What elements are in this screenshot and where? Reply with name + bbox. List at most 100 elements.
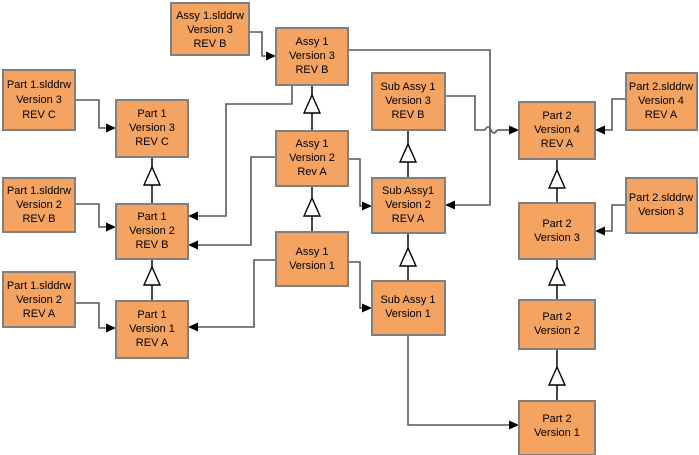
- node-label-line-2: Version 3: [129, 122, 175, 134]
- node-box[interactable]: [625, 72, 698, 131]
- node-part2-v1[interactable]: Part 2 Version 1: [518, 400, 596, 455]
- node-label-line-1: Assy 1: [295, 138, 328, 150]
- generalization-subassyv1-to-subassyv2: [398, 233, 418, 281]
- connector-subassyv1-to-p2v1: [407, 335, 519, 430]
- node-label-line-1: Part 2.slddrw: [629, 192, 693, 204]
- node-label-line-1: Part 2: [542, 413, 571, 425]
- node-label-line-2: Version 3: [16, 94, 62, 106]
- node-part2-v2[interactable]: Part 2 Version 2: [518, 299, 596, 350]
- node-label-line-1: Sub Assy1: [382, 185, 434, 197]
- node-box[interactable]: [275, 27, 349, 86]
- connector-p1drwv3-to-p1v3: [75, 99, 116, 133]
- node-box[interactable]: [2, 69, 76, 131]
- node-box[interactable]: [2, 271, 76, 328]
- node-part1-v1[interactable]: Part 1 Version 1 REV A: [115, 300, 189, 359]
- node-box[interactable]: [275, 231, 349, 287]
- connector-assy1v1-to-subassyv1: [348, 261, 372, 313]
- node-label-line-1: Part 1: [137, 309, 166, 321]
- generalization-assy1v1-to-assy1v2: [302, 186, 322, 232]
- node-label-line-2: Version 2: [534, 325, 580, 337]
- node-box[interactable]: [371, 72, 446, 131]
- generalization-subassyv2-to-subassyv3: [398, 130, 418, 178]
- node-assy1-v2[interactable]: Assy 1 Version 2 Rev A: [275, 130, 349, 187]
- connector-assy1v1-to-p1v1: [188, 259, 276, 332]
- node-label-line-1: Sub Assy 1: [380, 81, 435, 93]
- node-box[interactable]: [518, 299, 596, 350]
- node-label-line-2: Version 4: [534, 124, 580, 136]
- generalization-p2v1-to-p2v2: [547, 349, 567, 401]
- node-box[interactable]: [115, 203, 189, 260]
- node-part2-slddrw-v3[interactable]: Part 2.slddrw Version 3: [625, 177, 698, 234]
- node-label-line-1: Part 1.slddrw: [7, 280, 71, 292]
- node-part1-slddrw-v2-revb[interactable]: Part 1.slddrw Version 2 REV B: [2, 177, 76, 233]
- node-box[interactable]: [2, 177, 76, 233]
- connector-subassyv3-to-p2v4: [445, 95, 519, 135]
- node-box[interactable]: [371, 177, 446, 234]
- node-part1-slddrw-v2-reva[interactable]: Part 1.slddrw Version 2 REV A: [2, 271, 76, 328]
- node-assy1-v3[interactable]: Assy 1 Version 3 REV B: [275, 27, 349, 86]
- node-label-line-2: Version 2: [385, 199, 431, 211]
- node-label-line-1: Part 1: [137, 211, 166, 223]
- generalization-assy1v2-to-assy1v3: [302, 85, 322, 131]
- node-subassy1-v2[interactable]: Sub Assy1 Version 2 REV A: [371, 177, 446, 234]
- node-label-line-1: Part 1.slddrw: [7, 79, 71, 91]
- node-label-line-2: Version 1: [534, 427, 580, 439]
- node-box[interactable]: [275, 130, 349, 187]
- node-box[interactable]: [518, 101, 596, 160]
- generalization-p2v2-to-p2v3: [547, 259, 567, 300]
- node-box[interactable]: [115, 99, 189, 158]
- node-label-line-2: Version 1: [129, 323, 175, 335]
- node-box[interactable]: [625, 177, 698, 234]
- node-label-line-3: REV C: [135, 136, 169, 148]
- node-box[interactable]: [371, 280, 446, 336]
- node-label-line-3: REV A: [136, 337, 169, 349]
- node-part2-v4[interactable]: Part 2 Version 4 REV A: [518, 101, 596, 160]
- node-label-line-1: Part 2: [542, 218, 571, 230]
- node-part1-v3[interactable]: Part 1 Version 3 REV C: [115, 99, 189, 158]
- node-label-line-2: Version 2: [16, 294, 62, 306]
- node-label-line-1: Sub Assy 1: [380, 294, 435, 306]
- node-label-line-3: REV B: [193, 38, 226, 50]
- connector-layer: [75, 31, 626, 430]
- node-subassy1-v3[interactable]: Sub Assy 1 Version 3 REV B: [371, 72, 446, 131]
- node-part2-slddrw-v4[interactable]: Part 2.slddrw Version 4 REV A: [625, 72, 698, 131]
- generalization-p1v1-to-p1v2: [142, 259, 162, 301]
- node-assy1-slddrw-v3[interactable]: Assy 1.slddrw Version 3 REV B: [170, 2, 250, 56]
- node-part2-v3[interactable]: Part 2 Version 3: [518, 202, 596, 260]
- node-part1-slddrw-v3[interactable]: Part 1.slddrw Version 3 REV C: [2, 69, 76, 131]
- node-label-line-3: REV B: [391, 109, 424, 121]
- node-label-line-1: Part 2: [542, 311, 571, 323]
- node-label-line-1: Part 2.slddrw: [629, 81, 693, 93]
- connector-assy1v3-to-p1v2: [188, 85, 293, 221]
- node-label-line-3: REV B: [135, 239, 168, 251]
- node-label-line-2: Version 2: [129, 225, 175, 237]
- node-label-line-1: Assy 1.slddrw: [176, 10, 244, 22]
- node-label-line-3: Rev A: [297, 166, 327, 178]
- node-label-line-2: Version 1: [385, 308, 431, 320]
- node-label-line-2: Version 3: [187, 24, 233, 36]
- connector-p2drwv3-to-p2v3: [595, 204, 626, 236]
- node-label-line-1: Part 1: [137, 108, 166, 120]
- node-box[interactable]: [115, 300, 189, 359]
- node-label-line-1: Part 1.slddrw: [7, 185, 71, 197]
- node-box[interactable]: [170, 2, 250, 56]
- node-label-line-3: REV A: [645, 109, 678, 121]
- connector-assy1drw-to-assy1v3: [249, 31, 276, 61]
- node-label-line-3: REV A: [392, 213, 425, 225]
- node-subassy1-v1[interactable]: Sub Assy 1 Version 1: [371, 280, 446, 336]
- connector-p2drwv4-to-p2v4: [595, 98, 626, 135]
- connector-assy1v2-to-subassyv2: [348, 158, 372, 211]
- node-part1-v2[interactable]: Part 1 Version 2 REV B: [115, 203, 189, 260]
- node-box[interactable]: [518, 400, 596, 455]
- node-label-line-2: Version 1: [289, 260, 335, 272]
- node-assy1-v1[interactable]: Assy 1 Version 1: [275, 231, 349, 287]
- node-label-line-1: Assy 1: [295, 36, 328, 48]
- node-label-line-3: REV B: [295, 64, 328, 76]
- node-box[interactable]: [518, 202, 596, 260]
- node-label-line-3: REV A: [23, 308, 56, 320]
- connector-p1drwv2b-to-p1v2: [75, 203, 116, 232]
- node-label-line-3: REV B: [22, 213, 55, 225]
